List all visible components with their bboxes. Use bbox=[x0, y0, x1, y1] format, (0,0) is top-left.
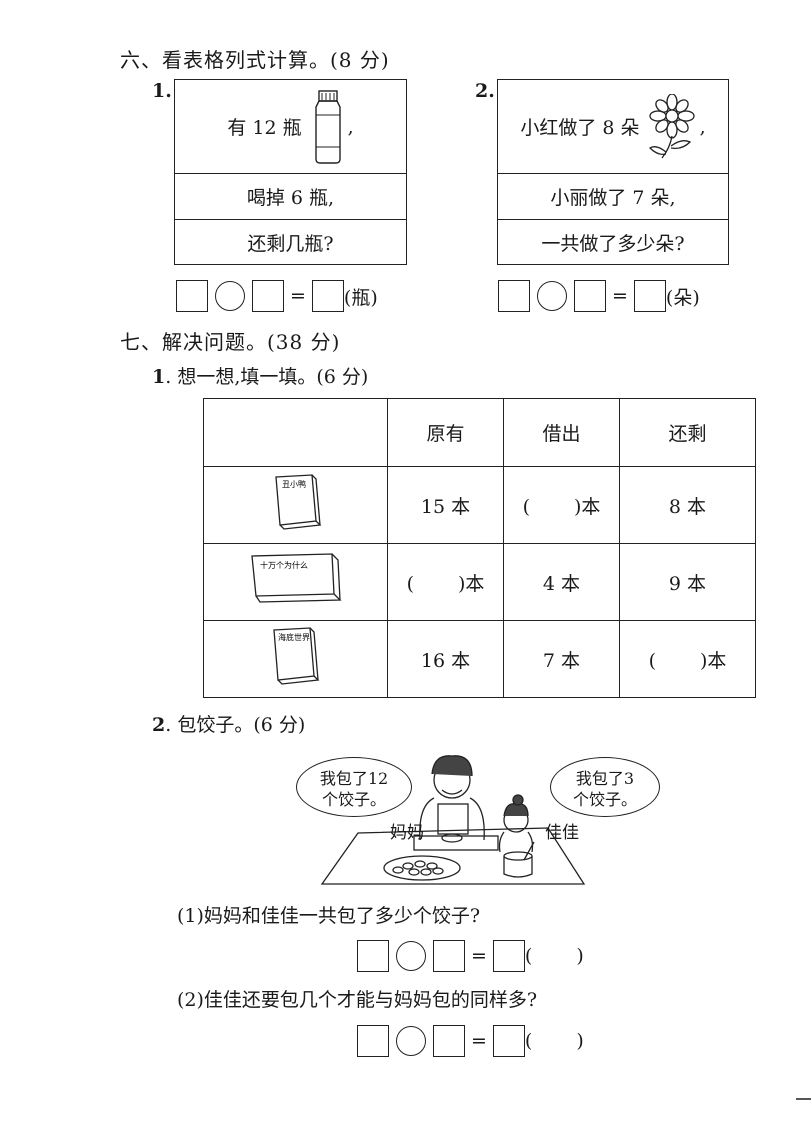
bubble-line: 个饺子。 bbox=[321, 790, 386, 809]
table-row: 海底世界 16 本 7 本 ( )本 bbox=[203, 620, 756, 698]
answer-box-1c[interactable] bbox=[311, 280, 344, 312]
table-row: 丑小鸭 15 本 ( )本 8 本 bbox=[203, 466, 756, 544]
total-question-text: 一共做了多少朵? bbox=[498, 219, 728, 264]
lent-cell: 7 本 bbox=[503, 620, 620, 698]
operator-circle-4[interactable] bbox=[396, 1026, 426, 1056]
remaining-cell: 9 本 bbox=[619, 543, 756, 621]
subquestion-1: (1)妈妈和佳佳一共包了多少个饺子? bbox=[177, 905, 481, 927]
book-cell: 十万个为什么 bbox=[203, 543, 388, 621]
question-7-1-title: 1. 想一想,填一填。(6 分) bbox=[152, 362, 368, 389]
answer-box-1a[interactable] bbox=[176, 280, 208, 312]
remaining-cell: ( )本 bbox=[619, 620, 756, 698]
header-empty-cell bbox=[203, 398, 388, 467]
lent-cell: 4 本 bbox=[503, 543, 620, 621]
equation-1: = (瓶) bbox=[176, 279, 378, 313]
operator-circle-2[interactable] bbox=[537, 281, 567, 311]
section-7-title: 七、解决问题。(38 分) bbox=[120, 330, 341, 354]
paren-open: ( bbox=[406, 572, 414, 595]
remaining-cell: 8 本 bbox=[619, 466, 756, 544]
question-1-number: 1. bbox=[152, 80, 172, 102]
unit-paren-close: ) bbox=[576, 945, 584, 967]
bottle-problem-row-1: 有 12 瓶 , bbox=[175, 80, 406, 173]
book-icon: 十万个为什么 bbox=[250, 552, 342, 603]
header-lent: 借出 bbox=[503, 398, 620, 467]
book-title-text: 丑小鸭 bbox=[282, 479, 306, 489]
flower-problem-box: 小红做了 8 朵 , 小丽做了 7 朵, 一共做了多少朵? bbox=[497, 79, 729, 265]
question-7-2-title: 2. 包饺子。(6 分) bbox=[152, 710, 305, 737]
bottle-icon bbox=[314, 89, 341, 164]
bubble-line: 个饺子。 bbox=[572, 790, 637, 809]
header-original: 原有 bbox=[387, 398, 504, 467]
remaining-question-text: 还剩几瓶? bbox=[175, 219, 406, 264]
operator-circle-1[interactable] bbox=[215, 281, 245, 311]
dumpling-illustration bbox=[320, 755, 586, 885]
drink-text: 喝掉 6 瓶, bbox=[175, 173, 406, 219]
equals-sign: = bbox=[471, 945, 487, 967]
unit-label: (瓶) bbox=[343, 286, 378, 309]
equals-sign: = bbox=[612, 285, 628, 307]
equation-2: = (朵) bbox=[498, 279, 700, 313]
book-lending-table: 原有 借出 还剩 丑小鸭 15 本 ( )本 8 本 十万个为什么 ( )本 4 本 bbox=[203, 398, 756, 698]
flower-problem-row-1: 小红做了 8 朵 , bbox=[498, 80, 728, 173]
equation-3: = () bbox=[357, 939, 584, 973]
table-header-row: 原有 借出 还剩 bbox=[203, 398, 756, 467]
book-cell: 丑小鸭 bbox=[203, 466, 388, 544]
answer-box-2b[interactable] bbox=[574, 280, 606, 312]
answer-box-4a[interactable] bbox=[357, 1025, 389, 1057]
answer-box-2c[interactable] bbox=[633, 280, 666, 312]
paren-open: ( bbox=[648, 649, 656, 672]
book-title-text: 十万个为什么 bbox=[260, 560, 308, 570]
answer-box-3c[interactable] bbox=[492, 940, 525, 972]
bubble-line: 我包了3 bbox=[575, 769, 635, 788]
lent-cell: ( )本 bbox=[503, 466, 620, 544]
book-title-text: 海底世界 bbox=[278, 632, 310, 642]
flower-row-comma: , bbox=[699, 115, 706, 138]
answer-box-3a[interactable] bbox=[357, 940, 389, 972]
book-cell: 海底世界 bbox=[203, 620, 388, 698]
name-jiajia: 佳佳 bbox=[545, 823, 579, 843]
unit-paren-open: ( bbox=[524, 1030, 533, 1052]
table-row: 十万个为什么 ( )本 4 本 9 本 bbox=[203, 543, 756, 621]
answer-box-2a[interactable] bbox=[498, 280, 530, 312]
equals-sign: = bbox=[471, 1030, 487, 1052]
bottle-row-comma: , bbox=[347, 115, 354, 138]
answer-box-4c[interactable] bbox=[492, 1025, 525, 1057]
subquestion-2: (2)佳佳还要包几个才能与妈妈包的同样多? bbox=[177, 989, 538, 1011]
bubble-line: 我包了12 bbox=[319, 769, 389, 788]
question-text: . 想一想,填一填。(6 分) bbox=[165, 366, 369, 388]
paren-open: ( bbox=[522, 495, 530, 518]
equation-4: = () bbox=[357, 1024, 584, 1058]
unit-paren-open: ( bbox=[524, 945, 533, 967]
book-icon: 海底世界 bbox=[272, 626, 319, 685]
speech-bubble-jiajia: 我包了3 个饺子。 bbox=[550, 757, 660, 817]
equals-sign: = bbox=[290, 285, 306, 307]
paren-close-unit: )本 bbox=[574, 495, 601, 518]
second-girl-text: 小丽做了 7 朵, bbox=[498, 173, 728, 219]
answer-box-1b[interactable] bbox=[252, 280, 284, 312]
bottle-problem-box: 有 12 瓶 , 喝掉 6 瓶, 还剩几瓶? bbox=[174, 79, 407, 265]
speech-bubble-mom: 我包了12 个饺子。 bbox=[296, 757, 412, 817]
unit-paren-close: ) bbox=[576, 1030, 584, 1052]
question-number: 1 bbox=[152, 366, 166, 388]
book-icon: 丑小鸭 bbox=[274, 473, 321, 530]
question-2-number: 2. bbox=[475, 80, 495, 102]
unit-label: (朵) bbox=[665, 286, 700, 309]
answer-box-3b[interactable] bbox=[433, 940, 465, 972]
page-edge-mark bbox=[796, 1098, 811, 1100]
question-number: 2 bbox=[152, 714, 166, 736]
original-cell: 16 本 bbox=[387, 620, 504, 698]
original-cell: 15 本 bbox=[387, 466, 504, 544]
flower-icon bbox=[648, 93, 695, 158]
original-cell: ( )本 bbox=[387, 543, 504, 621]
header-remaining: 还剩 bbox=[619, 398, 756, 467]
name-mom: 妈妈 bbox=[390, 823, 424, 843]
paren-close-unit: )本 bbox=[700, 649, 727, 672]
question-text: . 包饺子。(6 分) bbox=[165, 714, 306, 736]
paren-close-unit: )本 bbox=[458, 572, 485, 595]
flower-count-text: 小红做了 8 朵 bbox=[520, 117, 640, 139]
section-6-title: 六、看表格列式计算。(8 分) bbox=[120, 48, 390, 72]
bottle-count-text: 有 12 瓶 bbox=[227, 117, 302, 139]
answer-box-4b[interactable] bbox=[433, 1025, 465, 1057]
operator-circle-3[interactable] bbox=[396, 941, 426, 971]
